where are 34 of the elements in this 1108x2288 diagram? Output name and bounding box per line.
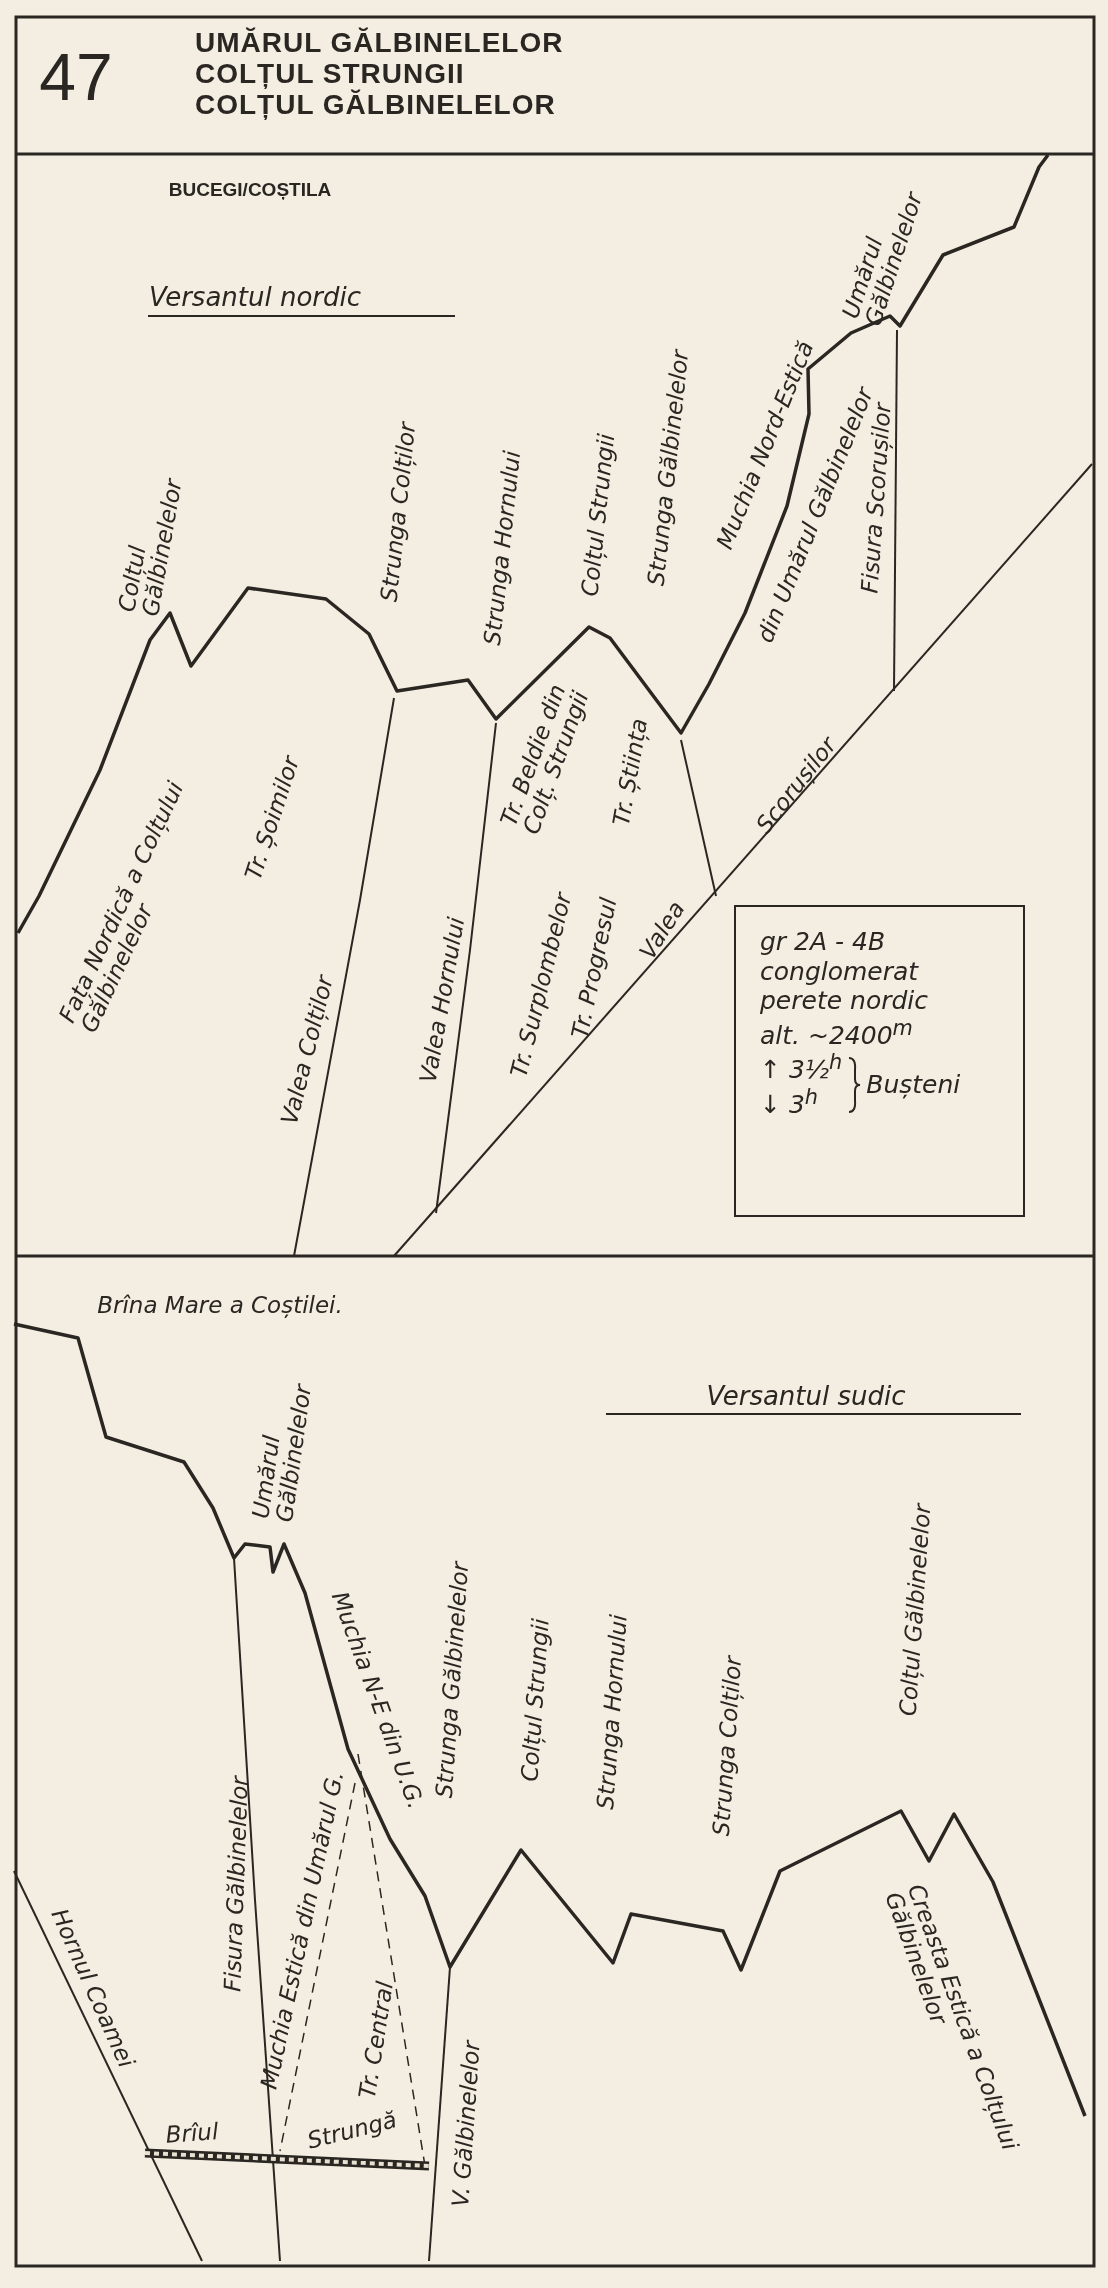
map-label: Brîna Mare a Coștilei. <box>97 1292 343 1318</box>
map-label: Colțul Gălbinelelor <box>895 1503 935 1717</box>
info-text: ↓ 3$^{h}$ <box>760 1085 819 1120</box>
region-subtitle: BUCEGI/COȘTILA <box>168 180 332 200</box>
info-text: alt. ~2400$^{m}$ <box>760 1015 914 1051</box>
map-label: Colțul Gălbinelelor <box>114 476 188 618</box>
map-label: Strunga Hornului <box>479 449 525 647</box>
map-label: Umărul Gălbinelelor <box>248 1381 318 1524</box>
map-label: Strunga Gălbinelelor <box>643 349 693 587</box>
map-label: Muchia Estică din Umărul G. <box>256 1768 348 2092</box>
title: UMĂRUL GĂLBINELELOR COLȚUL STRUNGII COLȚUL GĂLBINELELOR <box>195 28 565 121</box>
info-text: Bușteni <box>866 1070 961 1100</box>
info-text: conglomerat <box>760 956 920 986</box>
map-label: Strunga Colților <box>376 421 420 603</box>
route-number: 47 <box>39 43 113 113</box>
map-label: Versantul sudic <box>706 1383 906 1411</box>
map-label: Strunga Colților <box>708 1655 746 1837</box>
info-text: ↑ 3½$^{h}$ <box>760 1050 843 1086</box>
map-label: Strunga Hornului <box>593 1613 631 1811</box>
map-label: Valea Colților <box>276 973 338 1127</box>
info-text: perete nordic <box>760 986 930 1016</box>
map-label: Tr. Central <box>354 1979 398 2101</box>
map-label: Strungă <box>304 2107 400 2153</box>
map-label: Colțul Strungii <box>577 432 619 598</box>
map-label: Strunga Gălbinelelor <box>431 1561 473 1799</box>
map-label: V. Gălbinelelor <box>448 2040 484 2208</box>
info-text: gr 2A - 4B <box>760 927 887 957</box>
map-label: Brîul <box>164 2119 220 2147</box>
map-label: Colțul Strungii <box>517 1617 553 1783</box>
map-label: Valea Hornului <box>415 915 469 1085</box>
map-label: Tr. Știința <box>608 716 652 828</box>
info-box <box>734 905 1025 1217</box>
map-label: Fisura Gălbinelelor <box>220 1775 252 1993</box>
map-label: Versantul nordic <box>148 284 362 312</box>
